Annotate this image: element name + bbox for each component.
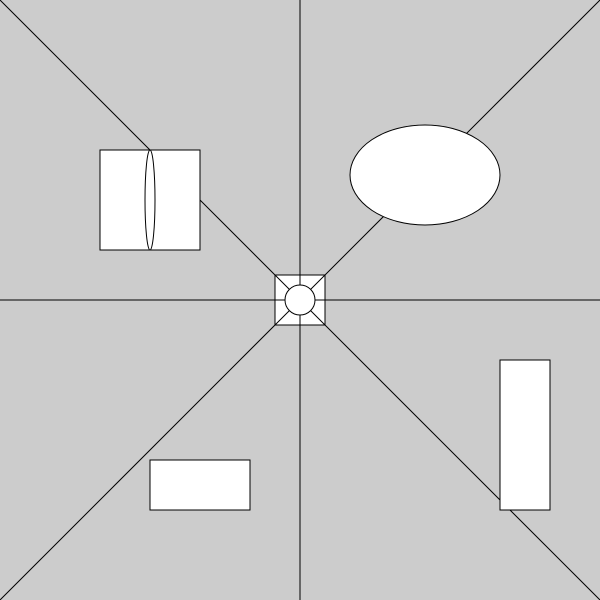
square-with-inner-ellipse [99, 149, 201, 251]
inner-ellipse-shape [144, 149, 156, 251]
tall-rectangle [499, 359, 551, 511]
center-square-with-circle [274, 274, 326, 326]
ellipse [349, 124, 501, 226]
wide-rectangle [149, 459, 251, 511]
center-circle-shape [284, 284, 316, 316]
